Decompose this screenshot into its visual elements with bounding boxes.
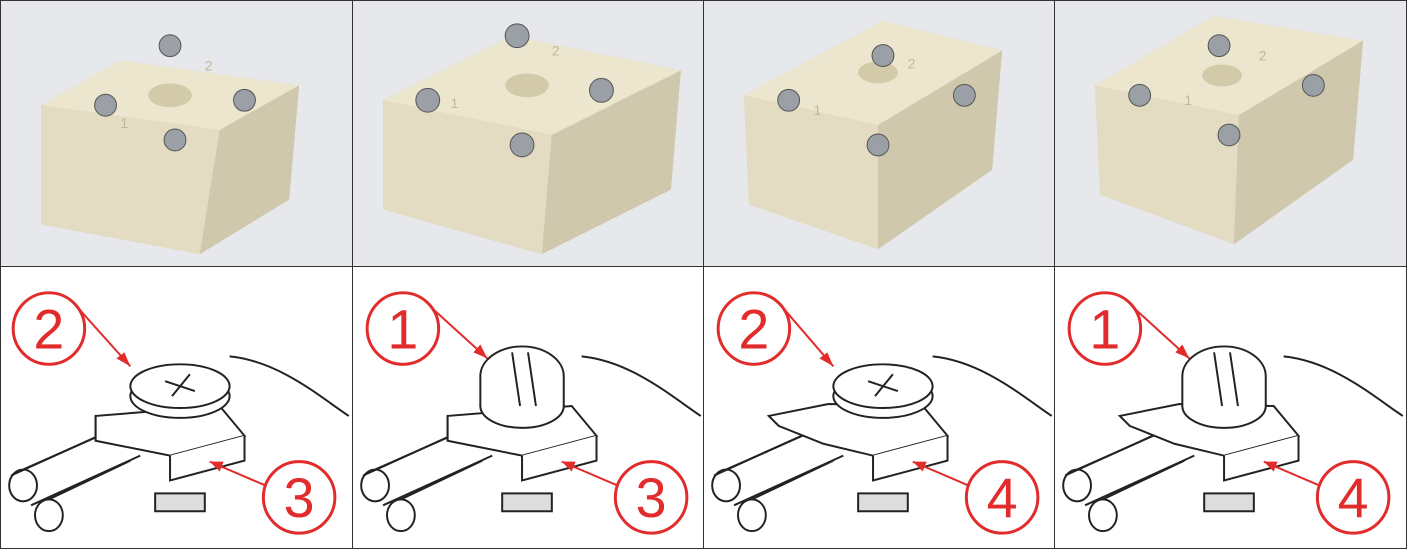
callout-number: 4 xyxy=(987,467,1018,529)
photo-panel-2: 1 2 xyxy=(352,0,704,267)
clamp-drawing: 1 4 xyxy=(1062,291,1404,535)
pin-label-1: 1 xyxy=(451,95,459,111)
callout-2: 3 xyxy=(209,460,337,535)
clamp-drawing: 1 3 xyxy=(360,291,702,535)
pin-label-1: 1 xyxy=(120,115,128,131)
callout-1: 1 xyxy=(365,291,488,366)
drawing-panel-2: 1 3 xyxy=(352,266,704,549)
ceramic-block xyxy=(41,60,300,255)
pin-label-2: 2 xyxy=(205,57,213,73)
callout-2: 4 xyxy=(912,460,1040,535)
callout-number: 2 xyxy=(738,298,769,360)
wire-cable-icon xyxy=(1062,355,1404,533)
pin-label-2: 2 xyxy=(1259,48,1267,64)
callout-number: 1 xyxy=(1089,298,1120,360)
callout-number: 1 xyxy=(387,298,418,360)
clamp-drawing: 2 4 xyxy=(711,291,1053,535)
photo-panel-1: 1 2 xyxy=(0,0,353,267)
callout-2: 4 xyxy=(1263,460,1391,535)
callout-number: 2 xyxy=(33,298,64,360)
ceramic-block xyxy=(744,20,1003,250)
screw-icon xyxy=(1128,34,1325,147)
screw-icon xyxy=(415,23,614,158)
screw-icon xyxy=(777,44,976,157)
photo-panel-3: 1 2 xyxy=(703,0,1055,267)
callout-number: 3 xyxy=(284,467,315,529)
callout-1: 2 xyxy=(11,291,132,367)
terminal-block-photo: 1 2 xyxy=(1095,15,1363,245)
terminal-block-photo: 1 2 xyxy=(383,23,681,255)
callout-1: 2 xyxy=(716,291,835,367)
phillips-screw-icon xyxy=(832,363,934,513)
terminal-block-photo: 1 2 xyxy=(41,34,300,255)
pin-label-1: 1 xyxy=(1184,92,1192,108)
slotted-screw-icon xyxy=(479,345,565,513)
callout-1: 1 xyxy=(1067,291,1190,366)
screw-icon xyxy=(94,34,256,152)
photo-panel-4: 1 2 xyxy=(1054,0,1407,267)
callout-number: 4 xyxy=(1338,467,1369,529)
clamp-drawing: 2 3 xyxy=(8,291,350,535)
drawing-panel-1: 2 3 xyxy=(0,266,353,549)
terminal-block-photo: 1 2 xyxy=(744,20,1003,250)
u-clamp-icon xyxy=(446,404,599,482)
slotted-screw-icon xyxy=(1181,345,1267,513)
pin-label-1: 1 xyxy=(813,102,821,118)
phillips-screw-icon xyxy=(129,363,231,513)
pin-label-2: 2 xyxy=(908,55,916,71)
drawing-panel-3: 2 4 xyxy=(703,266,1055,549)
drawing-panel-4: 1 4 xyxy=(1054,266,1407,549)
pin-label-2: 2 xyxy=(552,43,560,59)
callout-number: 3 xyxy=(636,467,667,529)
wire-cable-icon xyxy=(711,355,1053,533)
callout-2: 3 xyxy=(561,460,689,535)
